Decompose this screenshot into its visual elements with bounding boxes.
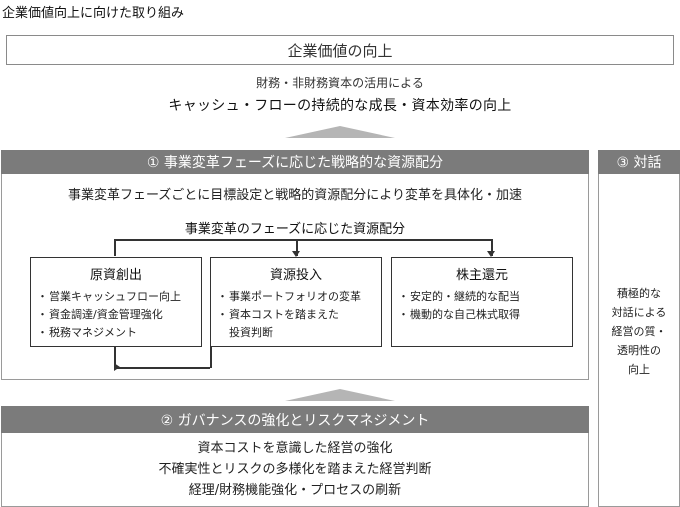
section1-description: 事業変革フェーズごとに目標設定と戦略的資源配分により変革を具体化・加速 — [67, 188, 523, 203]
section2-line: 資本コストを意識した経営の強化 — [197, 441, 393, 456]
up-arrow-triangle-icon — [285, 126, 395, 138]
goal-title: 企業価値の向上 — [287, 41, 393, 60]
section2-header: ② ガバナンスの強化とリスクマネジメント — [1, 406, 589, 433]
bullet-item-continued: 投資判断 — [229, 326, 273, 339]
flow-connector-right — [491, 239, 493, 256]
bullet-item: 機動的な自己株式取得 — [398, 306, 572, 324]
flow-connector-left-top — [114, 239, 116, 256]
up-arrow-triangle-icon — [285, 389, 395, 401]
phase-title: 株主還元 — [455, 268, 508, 283]
arrow-right-icon — [114, 363, 120, 371]
section3-line: 経営の質・ — [611, 325, 667, 338]
bullet-item: 税務マネジメント — [37, 324, 201, 342]
phase-bullets: 事業ポートフォリオの変革 資本コストを踏まえた 投資判断 — [211, 288, 381, 342]
bullet-item: 安定的・継続的な配当 — [398, 288, 572, 306]
section3-header-label: ③ 対話 — [616, 155, 662, 171]
section3-line: 透明性の — [617, 344, 661, 357]
flow-connector-bottom — [114, 367, 210, 369]
arrow-down-icon — [487, 251, 495, 257]
section2-panel — [1, 433, 589, 507]
bullet-item: 資本コストを踏まえた — [217, 306, 381, 324]
section3-panel — [598, 174, 680, 507]
section3-text: 積極的な 対話による 経営の質・ 透明性の 向上 — [598, 284, 680, 379]
goal-headline: キャッシュ・フローの持続的な成長・資本効率の向上 — [168, 98, 512, 114]
section2-header-label: ② ガバナンスの強化とリスクマネジメント — [160, 412, 430, 429]
goal-subtitle: 財務・非財務資本の活用による — [256, 76, 424, 90]
section3-line: 向上 — [628, 363, 650, 376]
bullet-item: 営業キャッシュフロー向上 — [37, 288, 201, 306]
flow-connector-top — [114, 239, 492, 241]
phase-box-shareholder-return: 株主還元 安定的・継続的な配当 機動的な自己株式取得 — [391, 257, 573, 347]
phase-title: 資源投入 — [269, 268, 322, 283]
section3-header: ③ 対話 — [598, 150, 680, 174]
phase-bullets: 営業キャッシュフロー向上 資金調達/資金管理強化 税務マネジメント — [31, 288, 201, 342]
section3-line: 対話による — [611, 306, 667, 319]
page-title: 企業価値向上に向けた取り組み — [2, 6, 185, 21]
section1-header-label: ① 事業変革フェーズに応じた戦略的な資源配分 — [146, 155, 444, 171]
bullet-item: 資金調達/資金管理強化 — [37, 306, 201, 324]
section2-line: 経理/財務機能強化・プロセスの刷新 — [188, 483, 402, 498]
section3-line: 積極的な — [617, 287, 661, 300]
flow-connector-bottom-up — [210, 347, 212, 368]
flow-title: 事業変革のフェーズに応じた資源配分 — [184, 222, 406, 237]
flow-connector-mid — [296, 239, 298, 256]
arrow-down-icon — [292, 251, 300, 257]
section2-line: 不確実性とリスクの多様化を踏まえた経営判断 — [158, 462, 432, 477]
phase-title: 原資創出 — [89, 268, 142, 283]
flow-connector-left-bottom — [114, 346, 116, 368]
section1-header: ① 事業変革フェーズに応じた戦略的な資源配分 — [1, 150, 589, 174]
phase-bullets: 安定的・継続的な配当 機動的な自己株式取得 — [392, 288, 572, 324]
phase-box-funding: 原資創出 営業キャッシュフロー向上 資金調達/資金管理強化 税務マネジメント — [30, 257, 202, 347]
section2-lines: 資本コストを意識した経営の強化 不確実性とリスクの多様化を踏まえた経営判断 経理… — [0, 438, 590, 501]
bullet-item: 事業ポートフォリオの変革 — [217, 288, 381, 306]
goal-box: 企業価値の向上 — [6, 35, 674, 65]
phase-box-investment: 資源投入 事業ポートフォリオの変革 資本コストを踏まえた 投資判断 — [210, 257, 382, 347]
